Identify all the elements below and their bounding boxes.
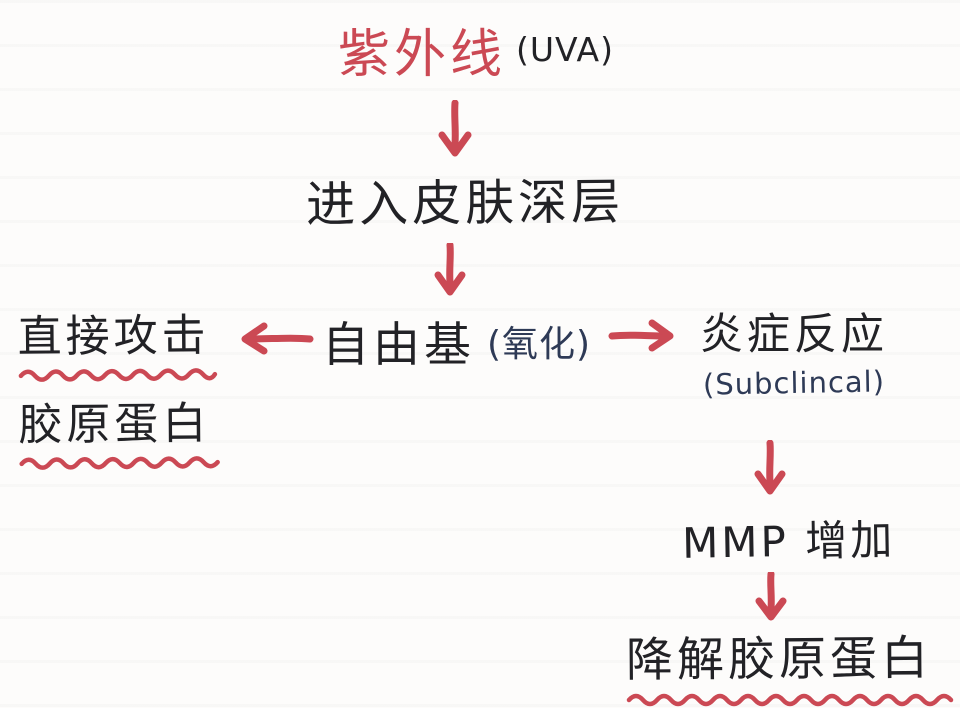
free-radical-annotation: (氧化) [487, 323, 592, 365]
wavy-underline-2 [19, 456, 220, 470]
wavy-underline-3 [626, 693, 954, 707]
uva-title-suffix: (UVA) [516, 30, 614, 69]
arrow-down-skin-to-radical [434, 243, 466, 296]
node-uva-title: 紫外线 (UVA) [338, 12, 614, 87]
mmp-increase-label: MMP 增加 [681, 515, 896, 568]
inflammation-label: 炎症反应 [700, 310, 888, 360]
node-direct-attack: 直接攻击 胶原蛋白 [17, 299, 222, 471]
inflammation-annotation: (Subclincal) [702, 364, 886, 402]
direct-attack-line1: 直接攻击 [17, 310, 210, 363]
uva-title-text: 紫外线 [338, 25, 507, 85]
wavy-underline-1 [18, 368, 218, 382]
free-radical-label: 自由基 [322, 318, 475, 373]
node-degrade-collagen: 降解胶原蛋白 [626, 620, 954, 707]
node-free-radical: 自由基 (氧化) [322, 306, 591, 375]
arrow-down-inflammation-to-mmp [754, 440, 786, 495]
node-mmp-increase: MMP 增加 [681, 508, 896, 569]
node-enter-skin: 进入皮肤深层 [305, 173, 625, 234]
node-inflammation: 炎症反应 (Subclincal) [676, 300, 912, 402]
arrow-left-radical-to-attack [241, 322, 314, 355]
arrow-right-radical-to-inflammation [608, 319, 674, 352]
degrade-collagen-label: 降解胶原蛋白 [625, 631, 933, 689]
arrow-down-mmp-to-degrade [755, 572, 787, 621]
arrow-down-uva-to-skin [438, 100, 472, 157]
direct-attack-line2: 胶原蛋白 [18, 398, 211, 451]
